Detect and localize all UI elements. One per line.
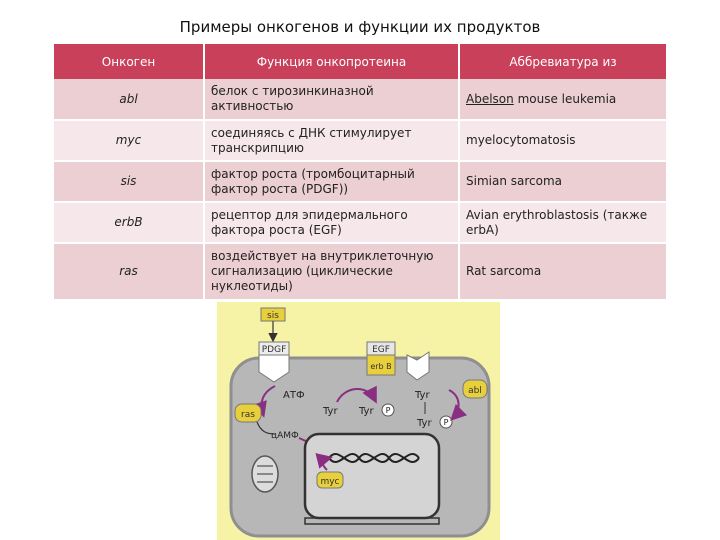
abbreviation-text: Simian sarcoma (466, 174, 563, 188)
receptor-shape (406, 351, 430, 381)
abbreviation-cell: Abelson mouse leukemia (459, 79, 666, 121)
gene-cell: abl (54, 79, 205, 121)
table-row: myc соединяясь с ДНК стимулирует транскр… (54, 120, 666, 162)
gene-cell: erbB (54, 202, 205, 244)
page-title: Примеры онкогенов и функции их продуктов (179, 18, 541, 36)
table-row: ras воздействует на внутриклеточную сигн… (54, 243, 666, 301)
abl-arrow (448, 389, 468, 421)
function-cell: белок с тирозинкиназной активностью (204, 79, 460, 121)
erbb-label: erb B (370, 362, 391, 371)
abbreviation-underlined: Abelson (466, 91, 514, 106)
phosphate-label: P (386, 406, 391, 415)
dna-strand-2 (328, 452, 420, 464)
phosphate-label-right: P (444, 418, 449, 427)
myc-label: myc (320, 477, 339, 487)
atf-arrow (251, 385, 276, 418)
abbreviation-rest: mouse leukemia (513, 91, 617, 106)
function-cell: рецептор для эпидермального фактора рост… (204, 202, 460, 244)
abbreviation-cell: Avian erythroblastosis (также erbA) (459, 202, 666, 244)
abl-label: abl (468, 386, 482, 396)
egf-label: EGF (372, 345, 390, 355)
nucleus-base (304, 517, 440, 525)
table-row: abl белок с тирозинкиназной активностью … (54, 79, 666, 121)
function-cell: воздействует на внутриклеточную сигнализ… (204, 243, 460, 301)
tyr-label-right: Tyr (414, 390, 430, 401)
ras-label: ras (241, 410, 255, 420)
table-row: erbB рецептор для эпидермального фактора… (54, 202, 666, 244)
camp-label: цАМФ (271, 431, 299, 441)
table-header-row: Онкоген Функция онкопротеина Аббревиатур… (54, 44, 666, 79)
tyr-p-label-right: Tyr (416, 418, 432, 429)
organelle-lines (257, 465, 273, 483)
abbreviation-cell: myelocytomatosis (459, 120, 666, 162)
header-abbreviation: Аббревиатура из (459, 44, 666, 79)
gene-cell: sis (54, 161, 205, 203)
ras-box (234, 403, 262, 423)
oncogene-table: Онкоген Функция онкопротеина Аббревиатур… (54, 44, 666, 301)
header-oncogene: Онкоген (54, 44, 205, 79)
diagram-svg: sis PDGF EGF erb B АТФ Tyr Tyr P Tyr Tyr… (229, 307, 491, 538)
gene-cell: ras (54, 243, 205, 301)
myc-arrow (315, 453, 333, 471)
abbreviation-cell: Rat sarcoma (459, 243, 666, 301)
abbreviation-text: Rat sarcoma (466, 264, 542, 278)
ras-link (256, 421, 276, 435)
pdgf-label: PDGF (262, 345, 287, 355)
myc-box (316, 471, 344, 489)
phosphate-circle-right (439, 415, 453, 429)
tyr-label-left: Tyr (322, 406, 338, 417)
pdgf-receptor (258, 354, 290, 383)
abbreviation-cell: Simian sarcoma (459, 161, 666, 203)
function-cell: соединяясь с ДНК стимулирует транскрипци… (204, 120, 460, 162)
sis-label: sis (267, 311, 279, 321)
abl-box (462, 379, 488, 399)
gene-cell: myc (54, 120, 205, 162)
erbb-box (366, 354, 396, 376)
abbreviation-text: Avian erythroblastosis (также erbA) (466, 207, 648, 237)
tyr-p-label-left: Tyr (358, 406, 374, 417)
phosphorylation-arrow (336, 385, 377, 404)
abbreviation-text: myelocytomatosis (466, 133, 576, 147)
header-function: Функция онкопротеина (204, 44, 460, 79)
atf-label: АТФ (283, 390, 305, 401)
oncogene-diagram: sis PDGF EGF erb B АТФ Tyr Tyr P Tyr Tyr… (217, 302, 500, 540)
table-row: sis фактор роста (тромбоцитарный фактор … (54, 161, 666, 203)
function-cell: фактор роста (тромбоцитарный фактор рост… (204, 161, 460, 203)
phosphate-circle (381, 403, 395, 417)
